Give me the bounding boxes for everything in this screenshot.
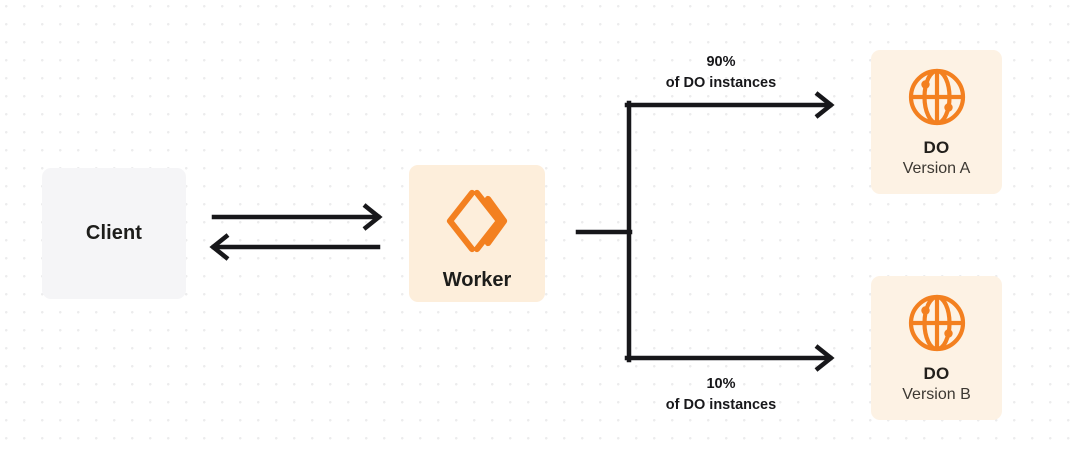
edge-label-bottom-percent: 10% — [706, 376, 736, 392]
node-worker[interactable]: Worker — [409, 165, 545, 302]
arrow-worker-to-do-a — [624, 91, 835, 119]
node-do-b-version: Version B — [902, 386, 971, 403]
node-do-a[interactable]: DO Version A — [871, 50, 1002, 194]
edge-label-top-caption: of DO instances — [665, 74, 777, 91]
edge-label-bottom: 10% of DO instances — [611, 374, 831, 415]
arrow-worker-to-client — [209, 233, 381, 261]
globe-icon — [906, 66, 968, 128]
node-do-b-label: DO — [923, 364, 950, 383]
edge-label-bottom-caption: of DO instances — [665, 396, 777, 413]
arrow-worker-to-do-b — [624, 344, 835, 372]
edge-label-top-percent: 90% — [706, 54, 736, 70]
node-do-a-version: Version A — [902, 160, 971, 177]
node-do-b[interactable]: DO Version B — [871, 276, 1002, 420]
arrow-client-to-worker — [211, 203, 383, 231]
globe-icon — [906, 292, 968, 354]
node-do-a-label: DO — [923, 138, 950, 157]
cloudflare-workers-icon — [441, 185, 513, 257]
edge-label-top: 90% of DO instances — [611, 52, 831, 93]
node-worker-label: Worker — [442, 269, 512, 291]
node-client[interactable]: Client — [42, 168, 186, 299]
node-client-label: Client — [85, 222, 143, 244]
